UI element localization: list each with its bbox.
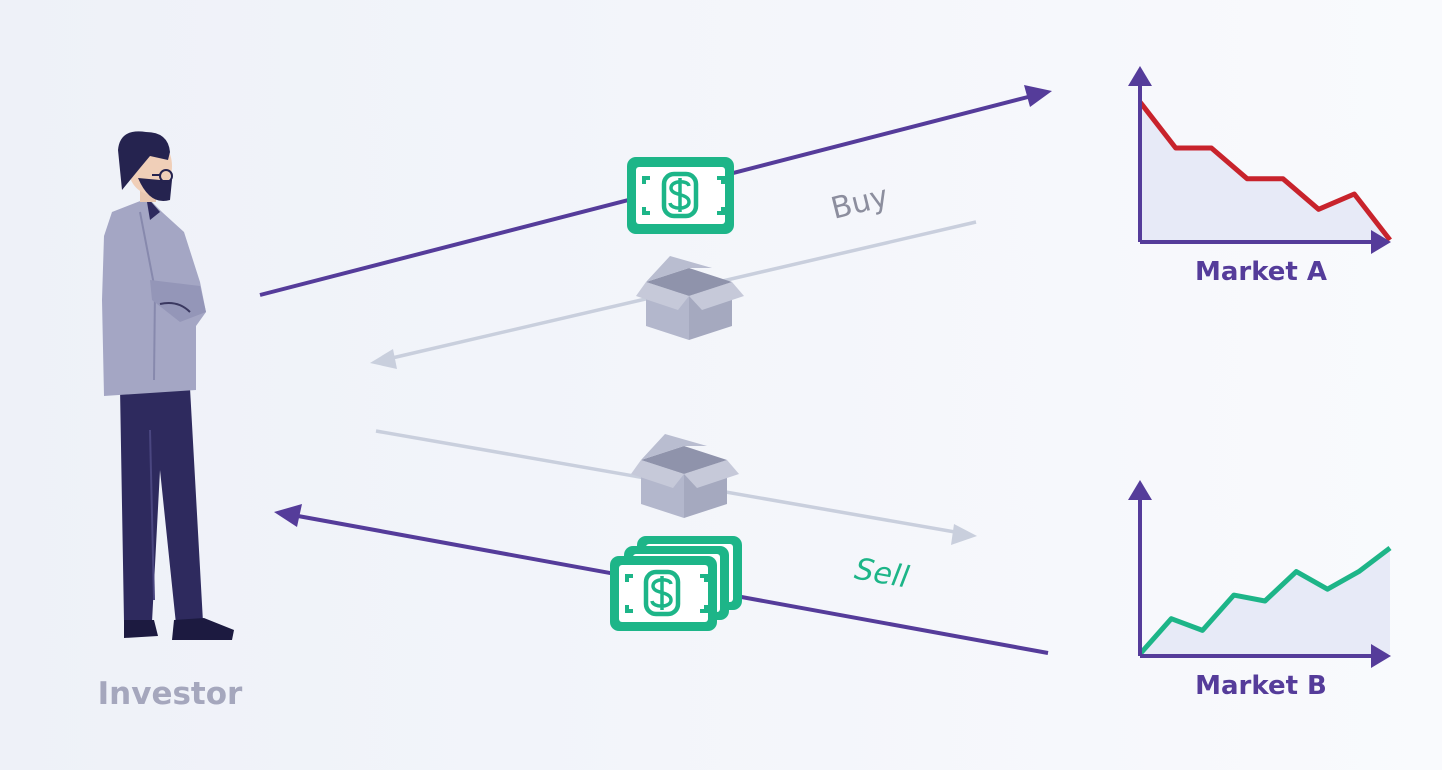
market-b-label: Market B [1195,671,1327,701]
market-a-label: Market A [1195,257,1327,287]
investor-label: Investor [98,676,243,712]
dollar-bills-stack-icon [610,536,742,631]
dollar-bill-icon [627,157,734,234]
